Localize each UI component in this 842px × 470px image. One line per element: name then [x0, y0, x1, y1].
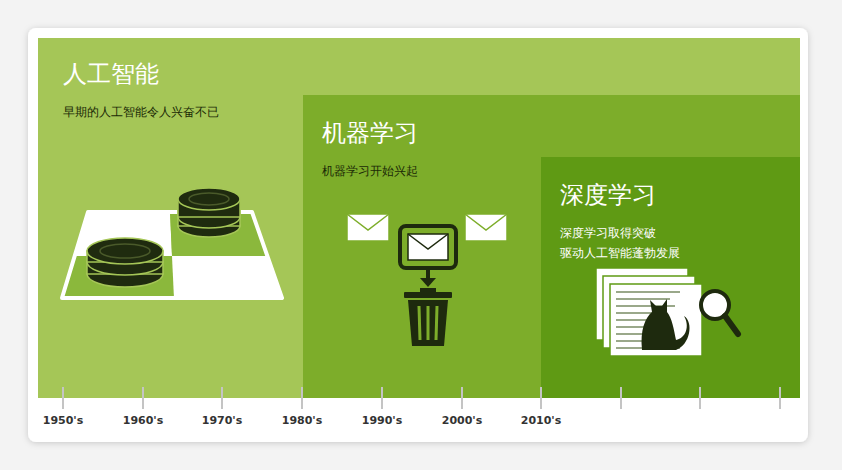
- timeline-strip: [38, 398, 800, 434]
- timeline-year: 1970's: [202, 414, 243, 427]
- timeline-year: 2000's: [442, 414, 483, 427]
- dl-band: 深度学习深度学习取得突破 驱动人工智能蓬勃发展: [541, 157, 800, 398]
- band-description: 机器学习开始兴起: [322, 162, 418, 182]
- text-group: 人工智能早期的人工智能令人兴奋不已: [63, 60, 219, 123]
- timeline-year: 1980's: [282, 414, 323, 427]
- timeline-ticks: [63, 387, 780, 409]
- band-description: 早期的人工智能令人兴奋不已: [63, 103, 219, 123]
- ai-band: 人工智能早期的人工智能令人兴奋不已机器学习机器学习开始兴起深度学习深度学习取得突…: [38, 38, 800, 398]
- band-title: 深度学习: [560, 181, 760, 210]
- timeline-year: 1960's: [123, 414, 164, 427]
- text-group: 深度学习深度学习取得突破 驱动人工智能蓬勃发展: [560, 181, 760, 263]
- timeline-year: 2010's: [521, 414, 562, 427]
- band-title: 机器学习: [322, 119, 418, 148]
- ml-band: 机器学习机器学习开始兴起深度学习深度学习取得突破 驱动人工智能蓬勃发展: [303, 95, 800, 398]
- band-title: 人工智能: [63, 60, 219, 89]
- timeline-year: 1950's: [43, 414, 84, 427]
- checkerboard: [62, 188, 282, 298]
- image-recognition-icon: [596, 268, 738, 356]
- card: [28, 28, 808, 442]
- band-description: 深度学习取得突破 驱动人工智能蓬勃发展: [560, 224, 760, 264]
- timeline-year: 1990's: [362, 414, 403, 427]
- spam-filter-icon: [347, 214, 507, 346]
- text-group: 机器学习机器学习开始兴起: [322, 119, 418, 182]
